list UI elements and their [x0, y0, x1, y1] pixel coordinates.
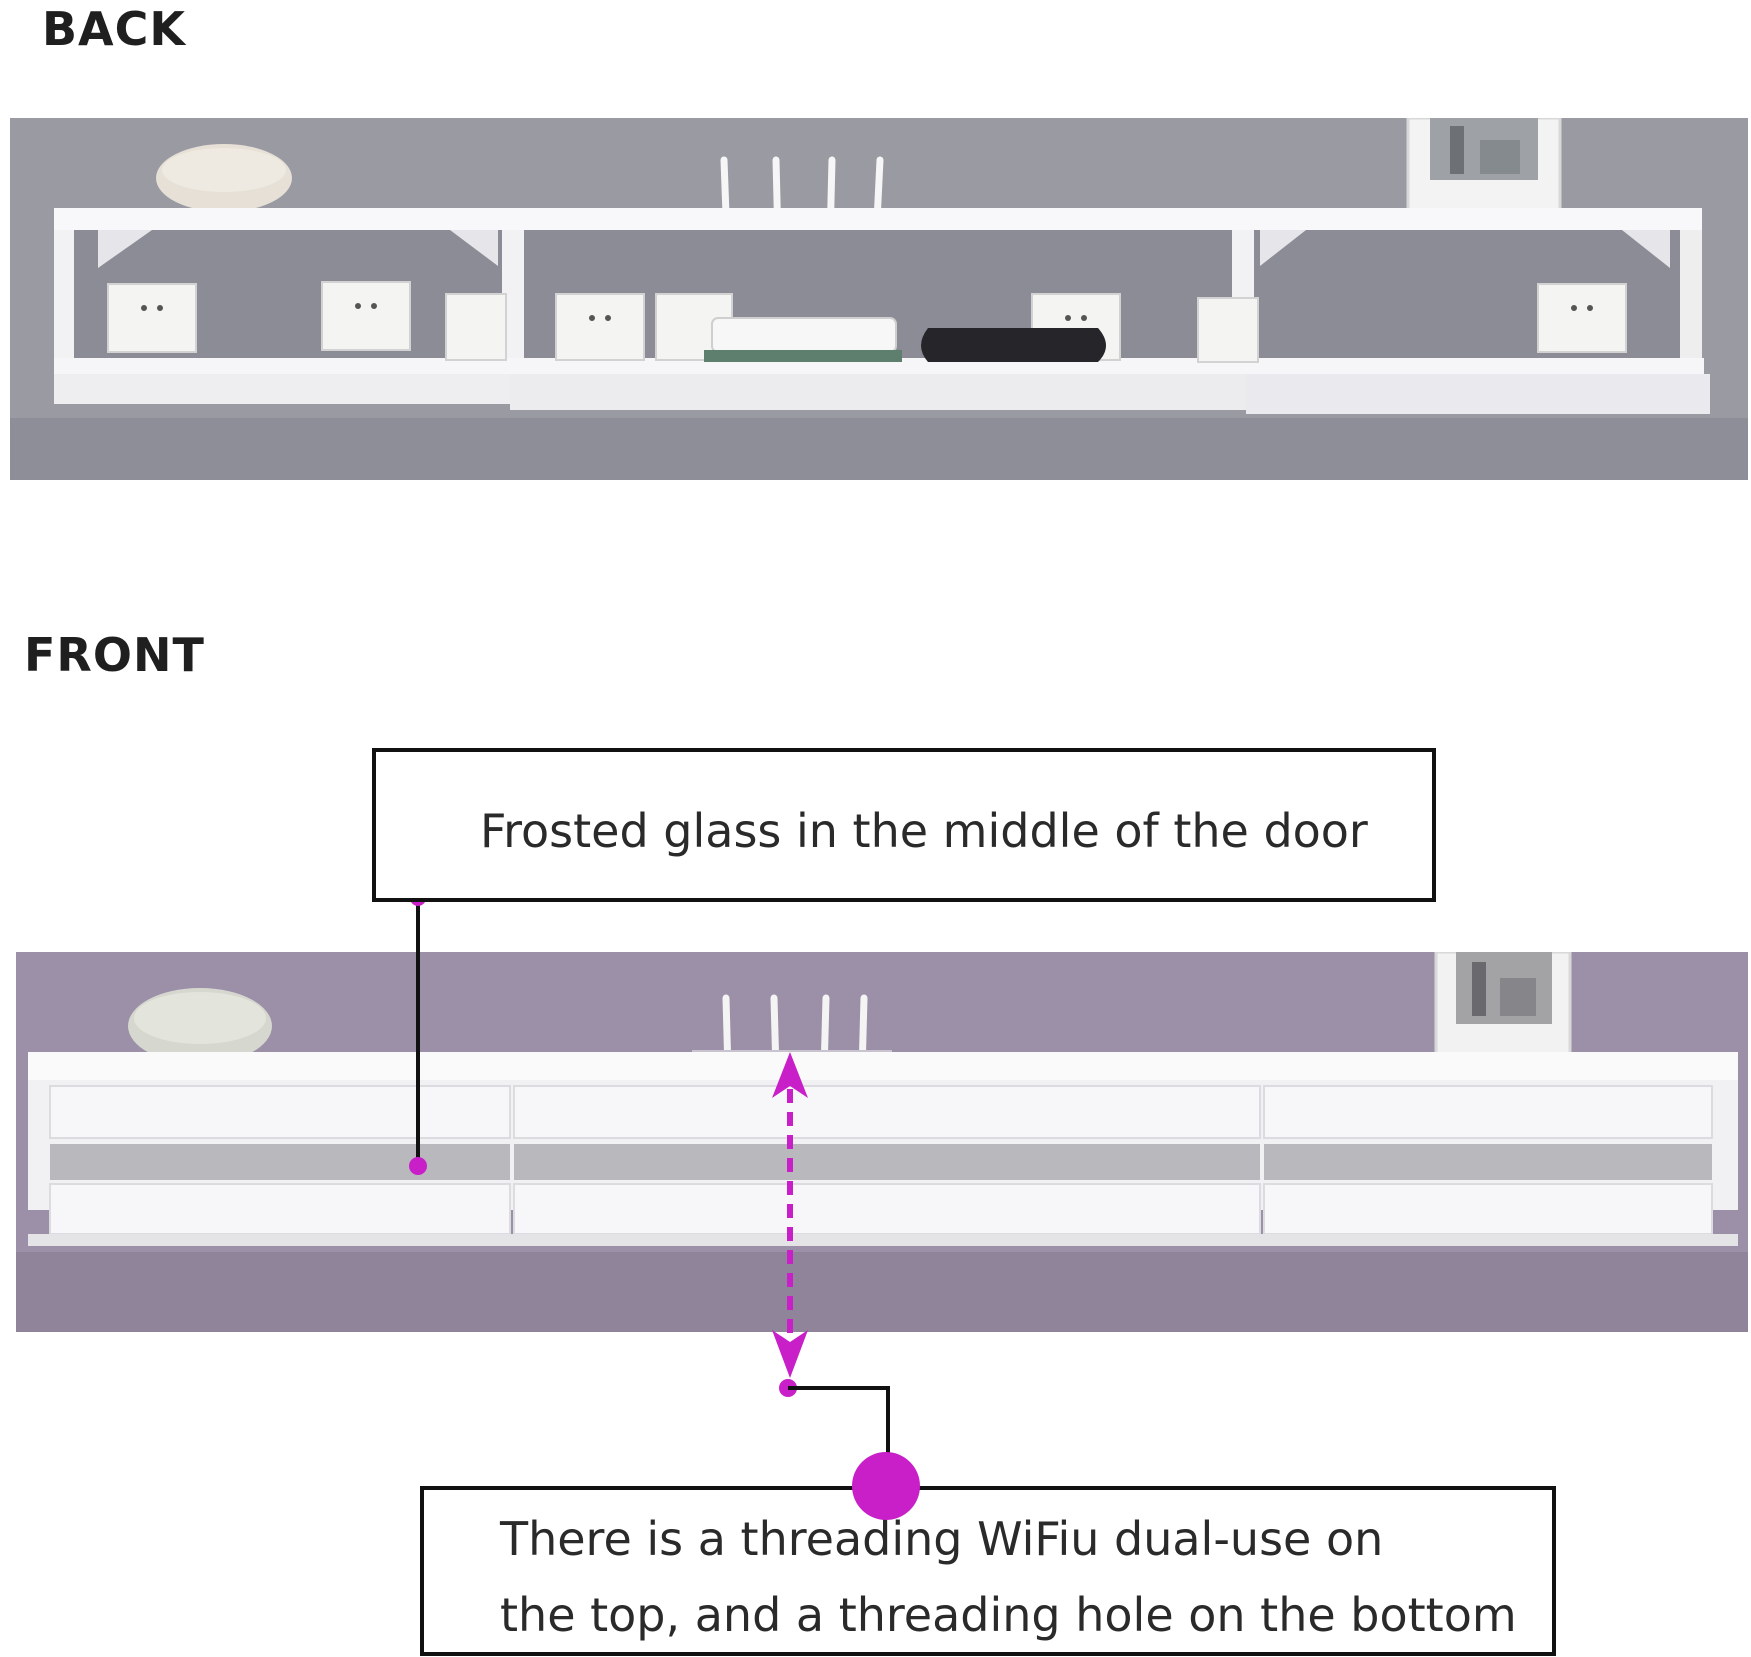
wall-socket-icons: [107, 281, 1627, 363]
picture-frame: [1434, 952, 1572, 1058]
threading-callout-text-line-2: the top, and a threading hole on the bot…: [500, 1588, 1517, 1642]
router-icon: [711, 317, 897, 353]
frosted-glass-strip: [50, 1144, 1712, 1180]
back-section-label: BACK: [42, 2, 187, 56]
threading-connector-line: [788, 1386, 890, 1482]
threading-connector-dot: [779, 1379, 797, 1397]
frosted-glass-callout: Frosted glass in the middle of the door: [372, 748, 1436, 902]
threading-callout-text-line-1: There is a threading WiFiu dual-use on: [500, 1512, 1384, 1566]
back-photo: [10, 118, 1748, 480]
front-section-label: FRONT: [24, 628, 205, 682]
front-photo: [16, 952, 1748, 1332]
threading-callout: There is a threading WiFiu dual-use on t…: [420, 1486, 1556, 1656]
frosted-glass-callout-text: Frosted glass in the middle of the door: [480, 804, 1368, 858]
picture-frame: [1406, 118, 1562, 212]
